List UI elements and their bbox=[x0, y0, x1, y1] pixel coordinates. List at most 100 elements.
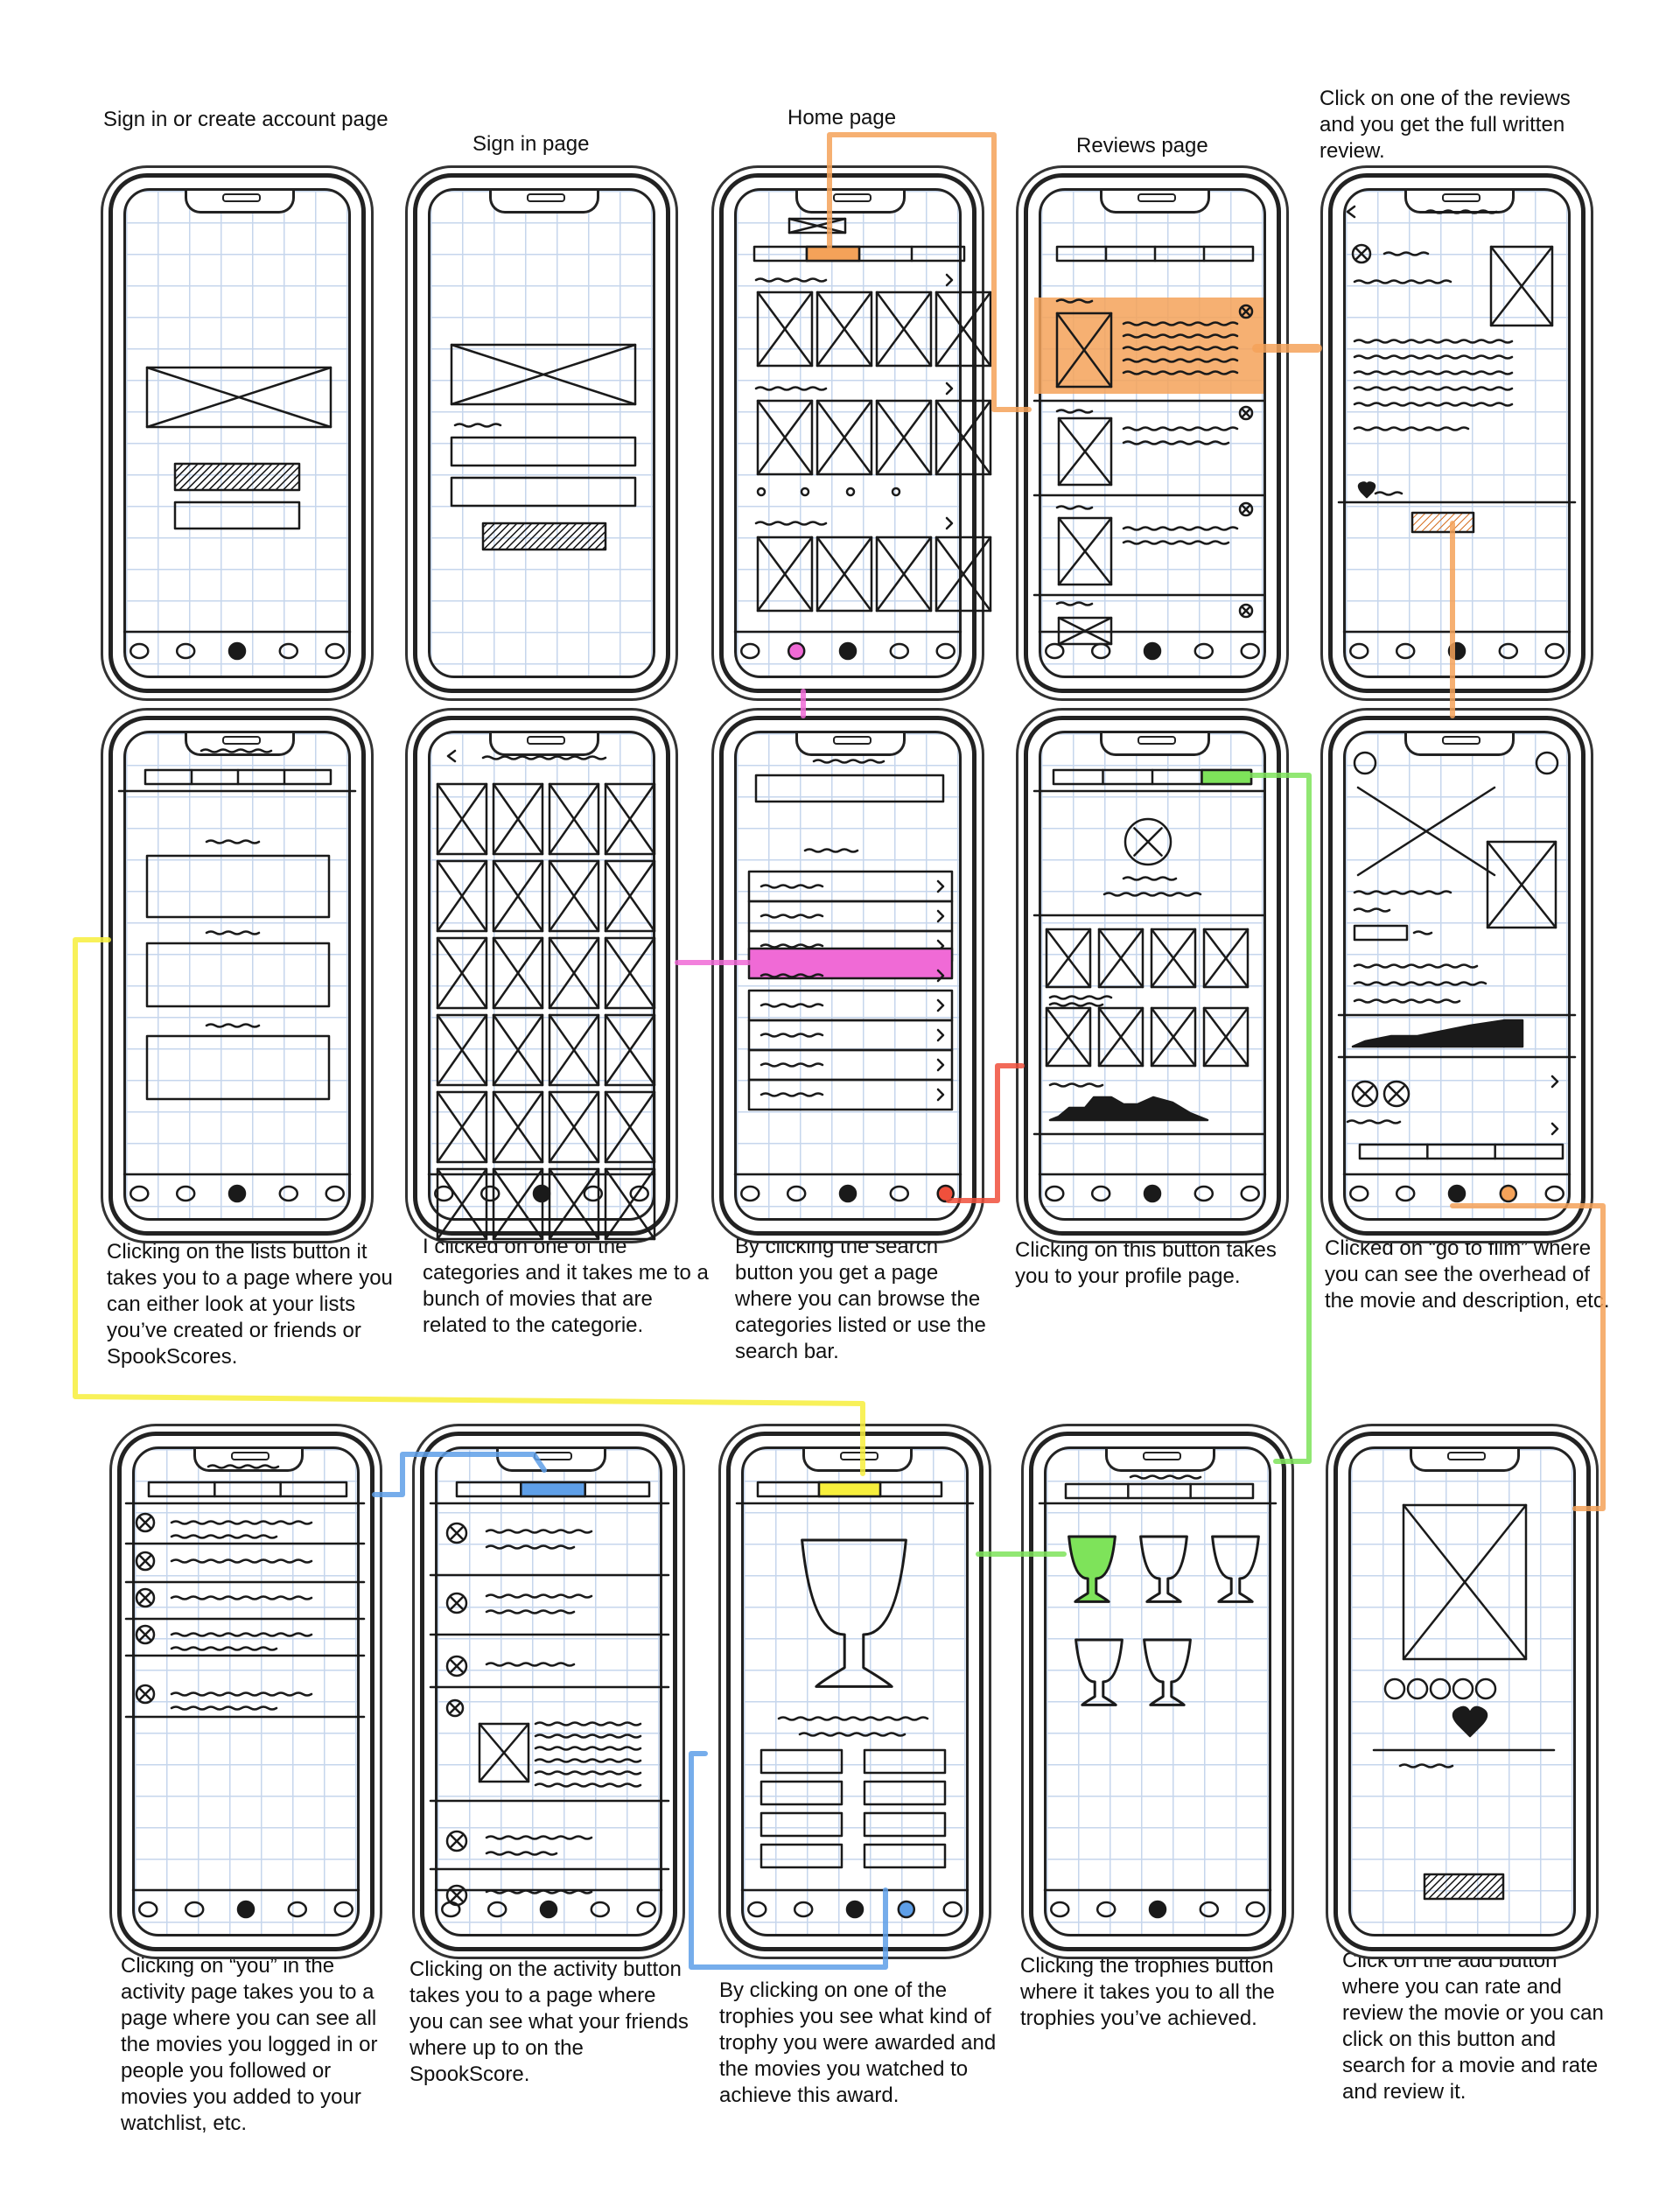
heart-icon bbox=[1359, 483, 1375, 498]
text-scribble bbox=[486, 1663, 574, 1666]
nav-button bbox=[335, 1902, 353, 1916]
list-card bbox=[147, 856, 329, 917]
nav-button bbox=[631, 1187, 648, 1201]
text-scribble bbox=[814, 760, 884, 763]
text-scribble bbox=[1384, 253, 1428, 256]
chevron-right-icon bbox=[947, 275, 952, 285]
trophy-movie-box bbox=[864, 1813, 945, 1836]
tab-highlighted bbox=[819, 1482, 880, 1496]
activity-text bbox=[172, 1522, 312, 1524]
trophy-icon bbox=[802, 1540, 906, 1686]
trophy-icon bbox=[1076, 1640, 1123, 1705]
text-scribble bbox=[805, 850, 858, 852]
chevron-right-icon bbox=[1552, 1076, 1558, 1087]
nav-button-add bbox=[534, 1186, 550, 1201]
text-scribble bbox=[1414, 932, 1432, 935]
chevron-right-icon bbox=[938, 1089, 943, 1100]
trophy-movie-box bbox=[761, 1782, 842, 1804]
list-card bbox=[147, 943, 329, 1006]
nav-button bbox=[1195, 644, 1213, 658]
text-scribble bbox=[206, 841, 259, 844]
text-scribble bbox=[1057, 507, 1092, 509]
nav-button bbox=[488, 1902, 506, 1916]
chevron-right-icon bbox=[938, 881, 943, 892]
connector-trophy-to-activity bbox=[691, 1754, 886, 1967]
nav-button-add bbox=[1144, 643, 1160, 659]
category-row-highlighted bbox=[749, 949, 952, 978]
sign-in-button bbox=[175, 464, 299, 490]
text-scribble bbox=[1124, 428, 1237, 431]
text-scribble bbox=[1376, 493, 1402, 495]
text-scribble bbox=[1354, 983, 1486, 985]
nav-button bbox=[891, 644, 908, 658]
nav-button bbox=[280, 644, 298, 658]
nav-button bbox=[289, 1902, 306, 1916]
text-scribble bbox=[1050, 1084, 1102, 1087]
nav-button bbox=[748, 1902, 766, 1916]
trophy-movie-box bbox=[864, 1750, 945, 1773]
nav-button bbox=[1546, 1187, 1564, 1201]
review-body-text bbox=[1354, 340, 1512, 343]
nav-button-add bbox=[1144, 1186, 1160, 1201]
back-arrow-icon bbox=[448, 751, 455, 761]
nav-button bbox=[481, 1187, 499, 1201]
nav-button bbox=[326, 1187, 344, 1201]
nav-button bbox=[937, 644, 955, 658]
nav-button bbox=[130, 1187, 148, 1201]
nav-button bbox=[741, 1187, 759, 1201]
review-body-text bbox=[1354, 356, 1512, 359]
text-scribble bbox=[1130, 1476, 1200, 1479]
text-scribble bbox=[1050, 997, 1111, 999]
rating-circle bbox=[1431, 1679, 1450, 1698]
chevron-right-icon bbox=[1552, 1124, 1558, 1134]
activity-text bbox=[172, 1693, 312, 1696]
text-scribble bbox=[486, 1611, 574, 1614]
text-scribble bbox=[1354, 965, 1477, 968]
text-scribble bbox=[1354, 281, 1451, 284]
nav-button bbox=[1396, 1187, 1414, 1201]
rating-circle bbox=[1385, 1679, 1404, 1698]
category-label bbox=[761, 1005, 822, 1007]
activity-text bbox=[172, 1597, 312, 1600]
category-label bbox=[761, 945, 822, 948]
tab-bar bbox=[1360, 1145, 1563, 1159]
rating-circle bbox=[1476, 1679, 1495, 1698]
text-scribble bbox=[172, 1707, 276, 1710]
nav-button-add bbox=[840, 1186, 856, 1201]
tab-bar bbox=[1066, 1484, 1253, 1498]
activity-text bbox=[536, 1784, 640, 1787]
nav-button bbox=[177, 644, 194, 658]
text-scribble bbox=[1124, 442, 1228, 445]
activity-text bbox=[172, 1560, 312, 1563]
nav-button bbox=[186, 1902, 203, 1916]
nav-button bbox=[1350, 644, 1368, 658]
activity-text bbox=[536, 1723, 640, 1726]
tab-highlighted bbox=[807, 247, 859, 261]
trophy-movie-box bbox=[761, 1813, 842, 1836]
activity-text bbox=[536, 1747, 640, 1750]
text-scribble bbox=[172, 1536, 276, 1538]
dot bbox=[758, 488, 765, 495]
text-scribble bbox=[201, 750, 271, 753]
rating-histogram bbox=[1050, 1097, 1208, 1120]
text-scribble bbox=[206, 932, 259, 935]
back-circle bbox=[1354, 753, 1376, 774]
nav-button bbox=[944, 1902, 962, 1916]
nav-button bbox=[794, 1902, 812, 1916]
category-label bbox=[761, 1094, 822, 1096]
text-scribble bbox=[486, 1837, 592, 1839]
nav-button-highlighted bbox=[1501, 1186, 1516, 1201]
rating-circle bbox=[1453, 1679, 1473, 1698]
nav-button bbox=[592, 1902, 609, 1916]
back-arrow-icon bbox=[1348, 207, 1354, 217]
login-button bbox=[483, 523, 606, 550]
text-scribble bbox=[1400, 1765, 1452, 1768]
trophy-icon bbox=[1213, 1537, 1259, 1601]
nav-button-highlighted bbox=[788, 643, 804, 659]
review-body-text bbox=[1354, 403, 1512, 406]
search-bar bbox=[756, 775, 943, 802]
tab-highlighted bbox=[521, 1482, 584, 1496]
go-to-film-button bbox=[1412, 513, 1474, 532]
text-scribble bbox=[172, 1648, 276, 1650]
